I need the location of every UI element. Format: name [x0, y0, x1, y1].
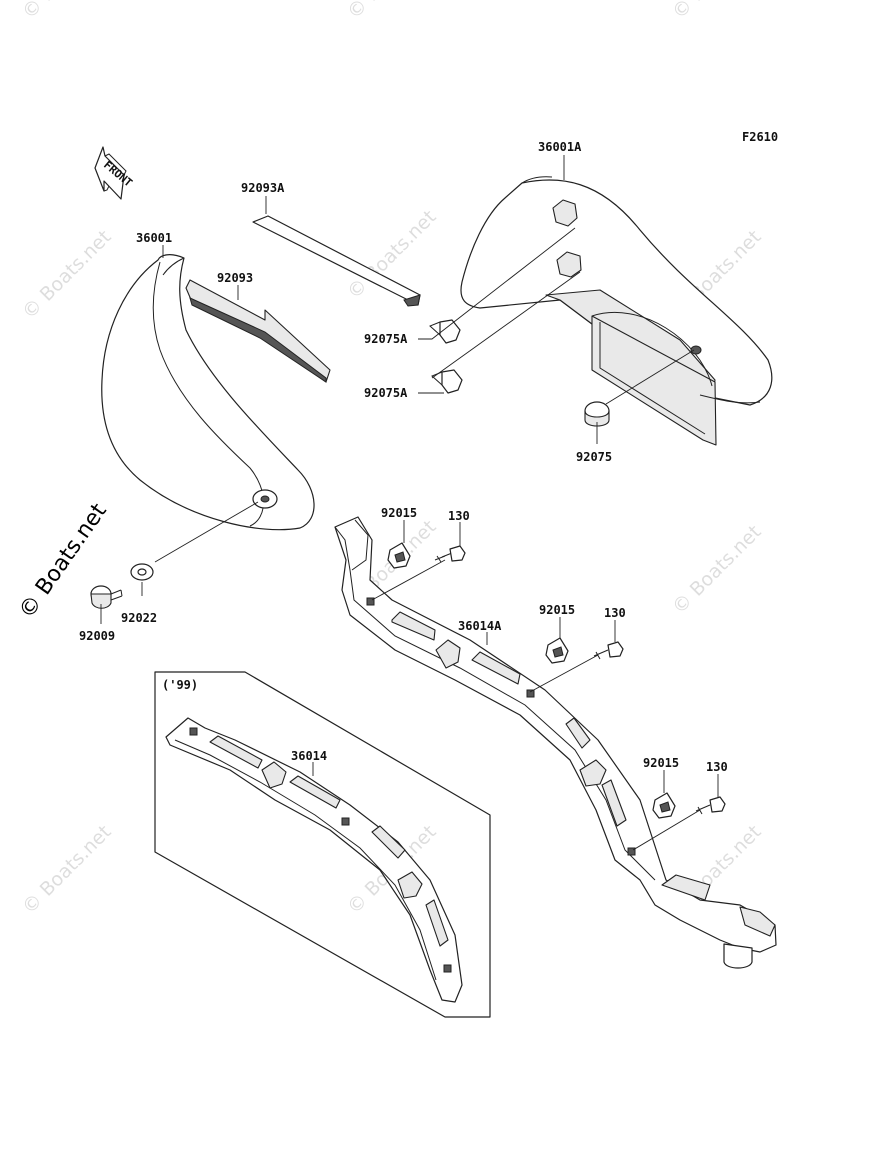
label-92075: 92075 [576, 450, 612, 464]
label-130-3: 130 [706, 760, 728, 774]
watermark: © Boats.net [668, 521, 766, 619]
part-92093A-strip [252, 215, 421, 307]
label-36001A: 36001A [538, 140, 582, 154]
part-92015-nut [652, 792, 676, 819]
label-92075A-2: 92075A [364, 386, 408, 400]
figure-code: F2610 [742, 130, 778, 144]
watermark: © Boats.net [343, 0, 441, 24]
year-note: ('99) [162, 678, 198, 692]
label-130-2: 130 [604, 606, 626, 620]
part-130-screw [434, 545, 466, 563]
inset-box-99: ('99) [154, 671, 491, 1018]
label-92015-3: 92015 [643, 756, 679, 770]
part-92075A-clip [429, 319, 461, 344]
label-92093: 92093 [217, 271, 253, 285]
part-92075A-clip [431, 369, 463, 394]
label-130-1: 130 [448, 509, 470, 523]
part-labels: 36001A 92093A 36001 92093 92075A 92075A … [79, 140, 728, 774]
part-92015-nut [387, 542, 411, 569]
part-36001A-side-cover [460, 176, 773, 446]
label-92093A: 92093A [241, 181, 285, 195]
part-92015-nut [545, 637, 569, 664]
part-130-screw [695, 796, 726, 815]
label-92075A-1: 92075A [364, 332, 408, 346]
label-92009: 92009 [79, 629, 115, 643]
part-92022-washer [130, 563, 154, 581]
watermark: © Boats.net [668, 0, 766, 24]
label-36014A: 36014A [458, 619, 502, 633]
part-130-screw [593, 641, 624, 660]
watermark: © Boats.net [18, 821, 116, 919]
watermark: © Boats.net [18, 226, 116, 324]
label-92015-1: 92015 [381, 506, 417, 520]
part-36014A-bracket [334, 516, 777, 969]
label-92022: 92022 [121, 611, 157, 625]
leader-lines [100, 155, 719, 851]
label-92015-2: 92015 [539, 603, 575, 617]
part-92093-strip [185, 279, 331, 383]
part-36001-side-cover [101, 254, 315, 531]
part-92075-grommet [584, 401, 610, 427]
front-arrow-icon: FRONT [94, 146, 135, 200]
label-36001: 36001 [136, 231, 172, 245]
label-36014: 36014 [291, 749, 327, 763]
watermark: © Boats.net [18, 0, 116, 24]
part-92009-bolt [90, 585, 123, 609]
